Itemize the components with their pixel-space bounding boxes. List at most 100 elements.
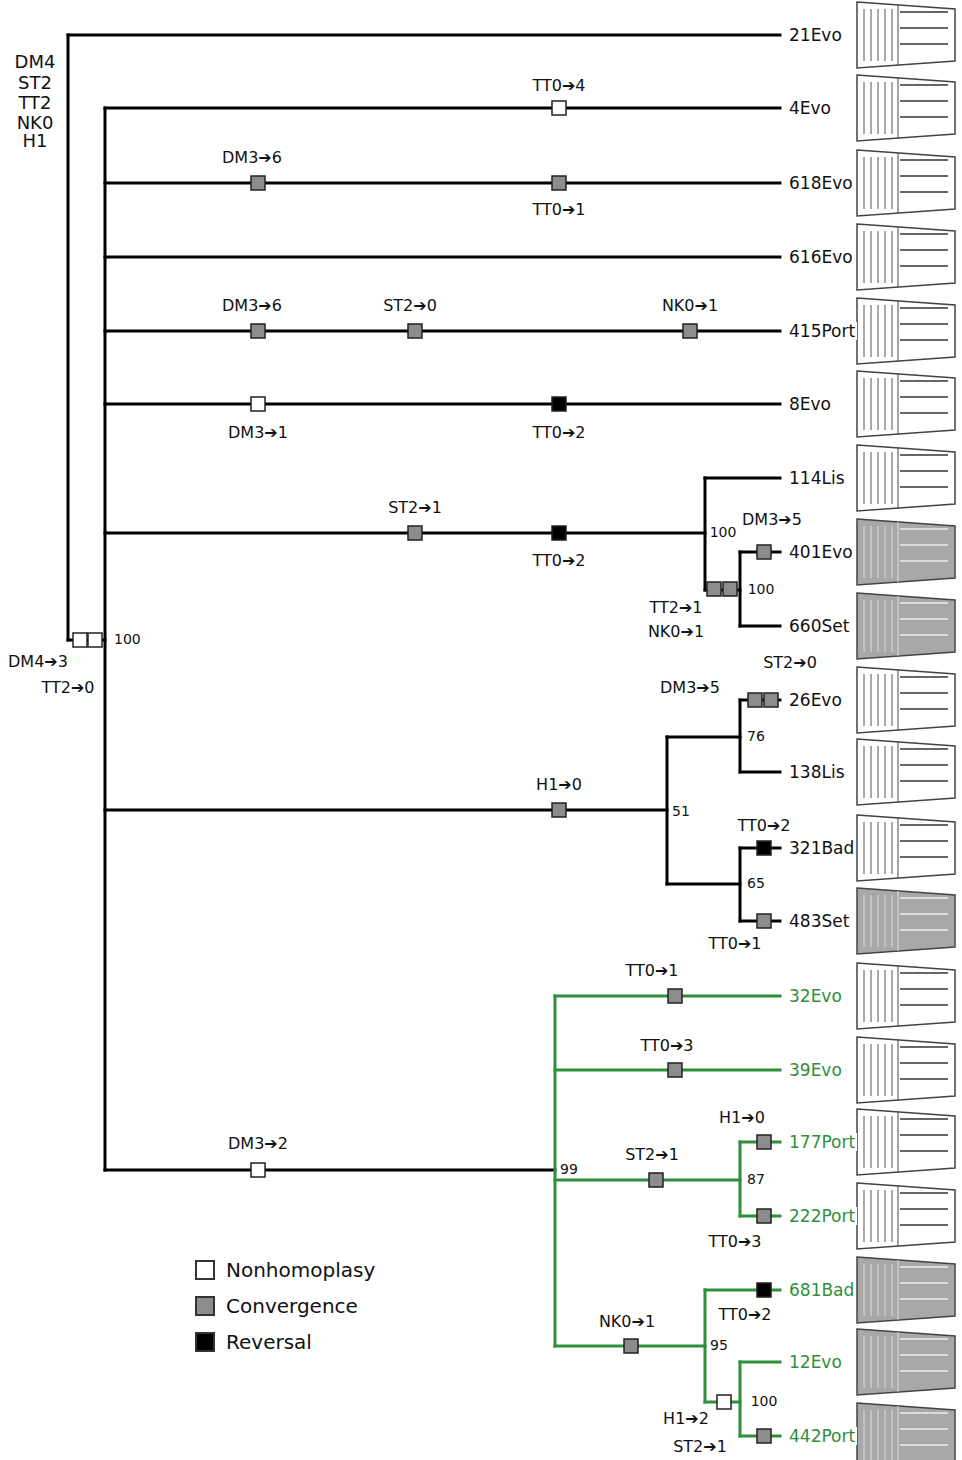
hatch-line [864, 822, 865, 874]
state-change-marker [649, 1173, 663, 1187]
tree-branch [555, 1179, 740, 1182]
plaque-drawing [857, 739, 955, 805]
hatch-line [871, 1336, 872, 1388]
hatch-line [864, 1116, 865, 1168]
tree-branch [105, 532, 705, 535]
zigzag-pattern [900, 856, 948, 858]
support-value: 100 [112, 632, 143, 647]
state-change-marker [757, 914, 771, 928]
state-change-marker [251, 397, 265, 411]
taxon-label: 12Evo [787, 1353, 844, 1372]
tree-branch [105, 1169, 555, 1172]
state-change-marker [251, 324, 265, 338]
hatch-line [892, 822, 893, 874]
state-change-label: TT0➔1 [623, 962, 680, 980]
taxon-label: 483Set [787, 912, 851, 931]
hatch-line [871, 822, 872, 874]
hatch-line [864, 9, 865, 61]
hatch-line [892, 1044, 893, 1096]
root-state-label: TT2 [16, 93, 53, 113]
state-change-marker [88, 633, 102, 647]
zigzag-pattern [900, 544, 948, 546]
hatch-line [898, 891, 899, 951]
hatch-line [885, 378, 886, 430]
hatch-line [885, 1264, 886, 1316]
state-change-marker [757, 1209, 771, 1223]
state-change-marker [757, 545, 771, 559]
zigzag-pattern [900, 339, 948, 341]
zigzag-pattern [900, 43, 948, 45]
root-state-label: ST2 [16, 73, 54, 93]
hatch-line [892, 82, 893, 134]
tree-branch [105, 182, 780, 185]
hatch-line [878, 1264, 879, 1316]
hatch-line [878, 1116, 879, 1168]
tree-branch [105, 809, 667, 812]
zigzag-pattern [900, 1004, 948, 1006]
hatch-line [898, 1112, 899, 1172]
hatch-line [871, 1264, 872, 1316]
plaque-drawing [857, 593, 955, 659]
state-change-label: TT0➔4 [530, 77, 587, 95]
state-change-marker [552, 526, 566, 540]
state-change-label: TT0➔3 [638, 1037, 695, 1055]
hatch-line [878, 674, 879, 726]
plaque-drawing [857, 150, 955, 216]
state-change-marker [757, 1135, 771, 1149]
hatch-line [871, 1044, 872, 1096]
state-change-label: TT2➔0 [39, 679, 96, 697]
tree-branch [705, 477, 780, 480]
hatch-line [864, 157, 865, 209]
hatch-line [864, 305, 865, 357]
state-change-label: ST2➔1 [623, 1146, 681, 1164]
tree-branch [667, 883, 740, 886]
taxon-label: 21Evo [787, 26, 844, 45]
root-state-label: DM4 [13, 52, 58, 72]
state-change-label: H1➔0 [717, 1109, 767, 1127]
hatch-line [898, 1332, 899, 1392]
tree-branch [67, 35, 70, 640]
tree-branch [68, 34, 780, 37]
tree-branch [740, 771, 780, 774]
tree-branch [739, 700, 742, 772]
state-change-label: DM3➔5 [658, 679, 722, 697]
hatch-line [871, 526, 872, 578]
hatch-line [892, 970, 893, 1022]
plaque-drawing [857, 1257, 955, 1323]
hatch-line [898, 448, 899, 508]
legend-text: Nonhomoplasy [224, 1259, 377, 1281]
zigzag-pattern [900, 528, 948, 530]
state-change-marker [408, 324, 422, 338]
hatch-line [892, 1336, 893, 1388]
zigzag-pattern [900, 988, 948, 990]
zigzag-pattern [900, 1118, 948, 1120]
state-change-marker [73, 633, 87, 647]
zigzag-pattern [900, 1298, 948, 1300]
hatch-line [885, 746, 886, 798]
zigzag-pattern [900, 1428, 948, 1430]
hatch-line [864, 231, 865, 283]
zigzag-pattern [900, 1282, 948, 1284]
hatch-line [878, 526, 879, 578]
zigzag-pattern [900, 27, 948, 29]
support-value: 51 [670, 804, 692, 819]
zigzag-pattern [900, 748, 948, 750]
hatch-line [892, 452, 893, 504]
tree-branch [739, 1142, 742, 1216]
hatch-line [878, 970, 879, 1022]
state-change-label: NK0➔1 [597, 1313, 657, 1331]
hatch-line [871, 157, 872, 209]
plaque-drawing [857, 1183, 955, 1249]
hatch-line [898, 1186, 899, 1246]
taxon-label: 222Port [787, 1207, 857, 1226]
state-change-label: H1➔0 [534, 776, 584, 794]
support-value: 87 [745, 1172, 767, 1187]
state-change-marker [552, 176, 566, 190]
tree-branch [739, 1362, 742, 1436]
state-change-marker [668, 1063, 682, 1077]
tree-branch [704, 478, 707, 590]
state-change-label: TT0➔3 [706, 1233, 763, 1251]
zigzag-pattern [900, 1192, 948, 1194]
taxon-label: 415Port [787, 322, 857, 341]
hatch-line [892, 305, 893, 357]
